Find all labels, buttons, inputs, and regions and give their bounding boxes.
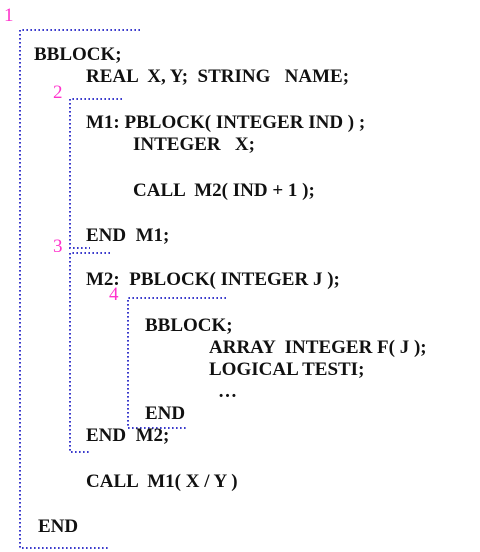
- code-line-logical: LOGICAL TESTI;: [209, 359, 365, 380]
- code-line-ellipsis: …: [218, 381, 237, 402]
- code-line-inner-bblock: BBLOCK;: [145, 315, 233, 336]
- code-line-array: ARRAY INTEGER F( J );: [209, 337, 427, 358]
- block-number-3: 3: [53, 236, 63, 257]
- block-4-bracket: [127, 297, 226, 429]
- code-line-inner-end: END: [145, 403, 186, 424]
- code-line-end: END: [38, 516, 79, 537]
- code-line-end-m2: END M2;: [86, 425, 170, 446]
- block-number-2: 2: [53, 82, 63, 103]
- code-line-call-m2: CALL M2( IND + 1 );: [133, 180, 315, 201]
- block-number-4: 4: [109, 284, 119, 305]
- code-line-call-m1: CALL M1( X / Y ): [86, 471, 238, 492]
- code-line-bblock: BBLOCK;: [34, 44, 122, 65]
- code-line-end-m1: END M1;: [86, 225, 170, 246]
- code-line-m1-integer: INTEGER X;: [133, 134, 255, 155]
- code-line-m2-header: M2: PBLOCK( INTEGER J );: [86, 269, 340, 290]
- code-line-m1-header: M1: PBLOCK( INTEGER IND ) ;: [86, 112, 366, 133]
- block-1-bracket: [19, 29, 140, 549]
- block-number-1: 1: [4, 5, 14, 26]
- code-line-declarations: REAL X, Y; STRING NAME;: [86, 66, 350, 87]
- block-3-bracket: [69, 252, 110, 453]
